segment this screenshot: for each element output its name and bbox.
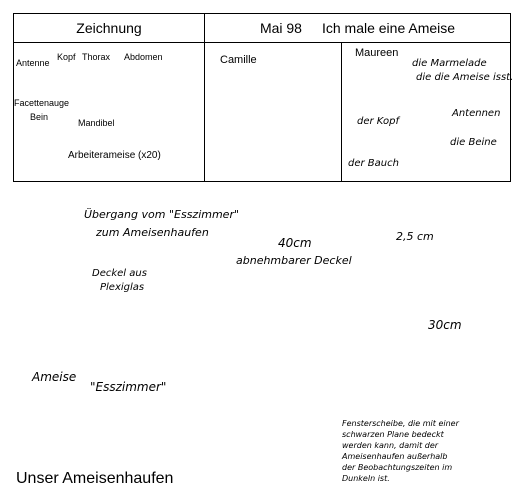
label-plexi-2: Plexiglas xyxy=(100,282,145,293)
header-zeichnung: Zeichnung xyxy=(13,13,205,43)
maureen-note-antennen: Antennen xyxy=(452,108,501,119)
label-width: 40cm xyxy=(278,236,312,250)
sketch-note-line: Fensterscheibe, die mit einer xyxy=(342,419,459,428)
label-mandibel: Mandibel xyxy=(78,118,115,128)
label-uebergang-1: Übergang vom "Esszimmer" xyxy=(84,208,240,221)
maureen-note-beine: die Beine xyxy=(450,137,497,148)
label-bein: Bein xyxy=(30,112,49,122)
sketch-note-line: der Beobachtungszeiten im xyxy=(342,463,453,472)
zeichnung-title: Zeichnung xyxy=(76,20,142,36)
date-label: Mai 98 xyxy=(259,20,302,36)
label-kopf: Kopf xyxy=(57,52,76,62)
sketch-note-line: schwarzen Plane bedeckt xyxy=(342,430,444,439)
label-antenne: Antenne xyxy=(16,58,50,68)
maureen-note-bauch: der Bauch xyxy=(348,158,399,169)
label-abdomen: Abdomen xyxy=(124,52,163,62)
label-plexi-1: Deckel aus xyxy=(92,268,147,279)
label-esszimmer: "Esszimmer" xyxy=(90,380,167,394)
ant-drawing-cell xyxy=(13,42,205,182)
worksheet-title: Ich male eine Ameise xyxy=(321,20,456,36)
label-ameise: Ameise xyxy=(32,370,77,384)
maureen-cell xyxy=(341,42,511,182)
sketch-note: Fensterscheibe, die mit einer schwarzen … xyxy=(342,418,459,484)
drawing-caption: Arbeiterameise (x20) xyxy=(68,150,161,161)
maureen-note-marmelade-2: die die Ameise isst. xyxy=(416,72,514,83)
footer-title: Unser Ameisenhaufen xyxy=(16,470,174,487)
sketch-note-line: werden kann, damit der xyxy=(342,441,439,450)
label-facettenauge: Facettenauge xyxy=(14,98,70,108)
header-date-title: Mai 98 Ich male eine Ameise xyxy=(204,13,511,43)
sketch-note-line: Ameisenhaufen außerhalb xyxy=(342,452,448,461)
sketch-note-line: Dunkeln ist. xyxy=(342,474,390,483)
maureen-name: Maureen xyxy=(355,47,399,59)
label-uebergang-2: zum Ameisenhaufen xyxy=(96,226,209,239)
maureen-note-kopf: der Kopf xyxy=(357,116,399,127)
maureen-note-marmelade-1: die Marmelade xyxy=(412,58,487,69)
label-depth: 2,5 cm xyxy=(396,230,434,243)
label-height: 30cm xyxy=(428,318,462,332)
label-lid: abnehmbarer Deckel xyxy=(236,254,352,267)
label-thorax: Thorax xyxy=(82,52,111,62)
camille-name: Camille xyxy=(220,54,257,66)
